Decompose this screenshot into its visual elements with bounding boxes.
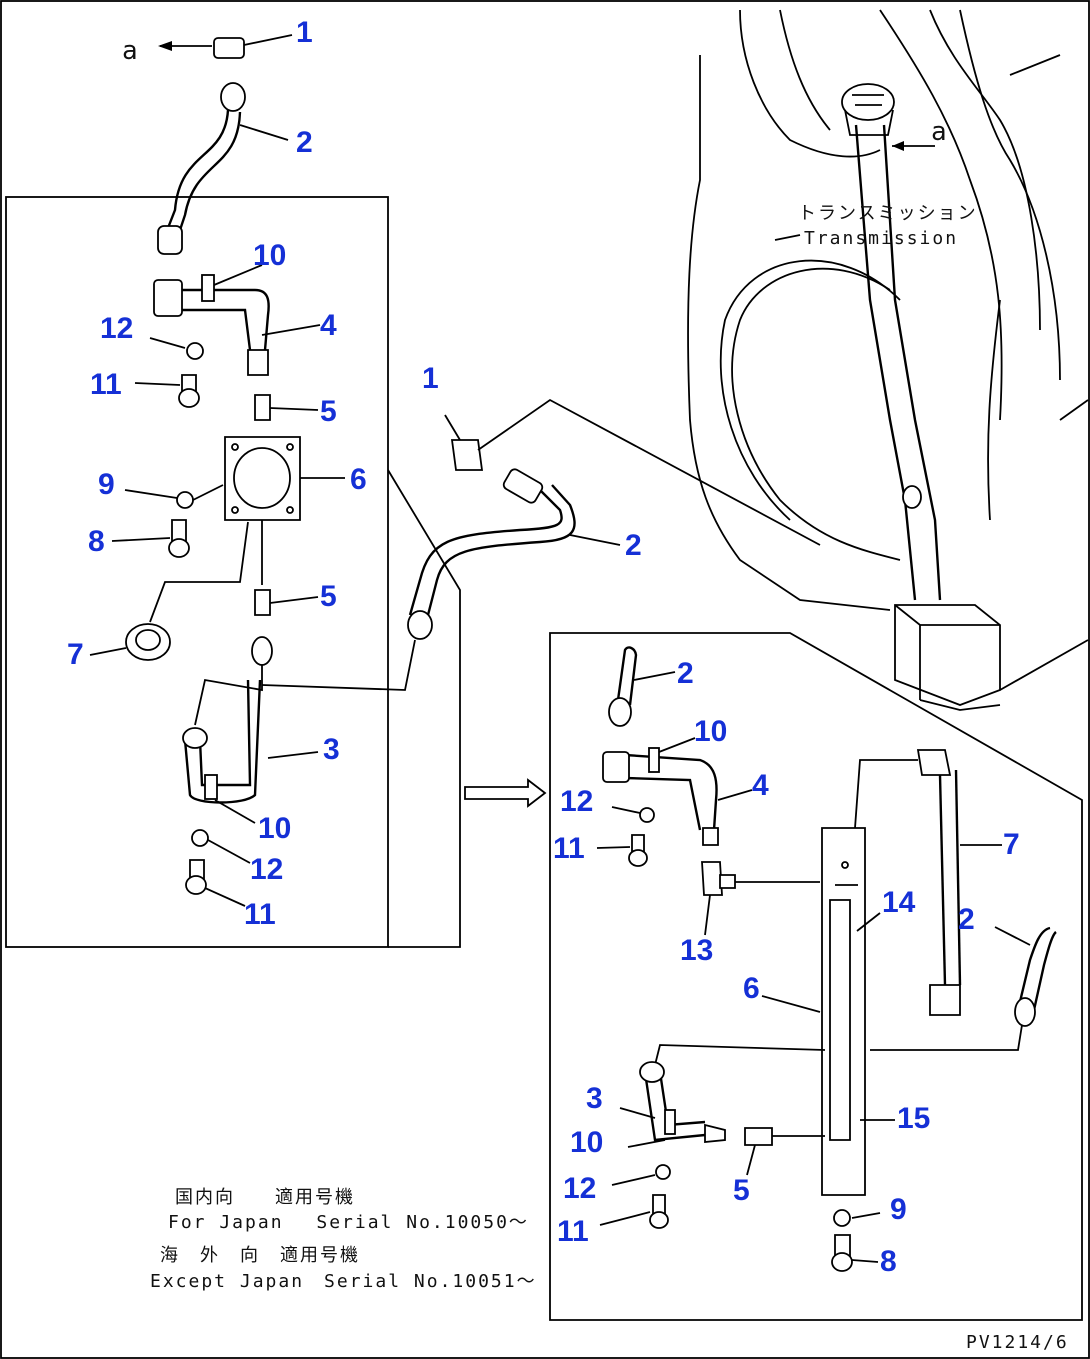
note-en-line-2: Except Japan Serial No.10051～ bbox=[150, 1271, 537, 1292]
part-num-right-10a: 10 bbox=[694, 715, 727, 748]
part-num-right-2a: 2 bbox=[677, 657, 694, 690]
part-num-right-8: 8 bbox=[880, 1245, 897, 1278]
part-num-top-2: 2 bbox=[296, 126, 313, 159]
part-num-left-4: 4 bbox=[320, 309, 337, 342]
top-left-assembly: a bbox=[122, 34, 293, 255]
part-num-left-6: 6 bbox=[350, 463, 367, 496]
transmission-label-en: Transmission bbox=[804, 228, 958, 249]
part-num-center-1: 1 bbox=[422, 362, 439, 395]
part-num-left-5a: 5 bbox=[320, 395, 337, 428]
part-num-left-8: 8 bbox=[88, 525, 105, 558]
figure-code: PV1214/6 bbox=[966, 1332, 1069, 1353]
part-num-left-3: 3 bbox=[323, 733, 340, 766]
change-arrow-icon bbox=[464, 778, 547, 808]
part-num-right-9: 9 bbox=[890, 1193, 907, 1226]
left-detail-frame bbox=[5, 196, 389, 948]
note-en-line-1: For Japan Serial No.10050～ bbox=[168, 1212, 529, 1233]
part-num-left-10b: 10 bbox=[258, 812, 291, 845]
part-num-right-6: 6 bbox=[743, 972, 760, 1005]
right-box-parts bbox=[596, 646, 1057, 1272]
part-num-center-2: 2 bbox=[625, 529, 642, 562]
part-num-right-5: 5 bbox=[733, 1174, 750, 1207]
part-num-right-10b: 10 bbox=[570, 1126, 603, 1159]
part-num-top-1: 1 bbox=[296, 16, 313, 49]
part-num-left-11b: 11 bbox=[244, 898, 276, 931]
note-jp-line-2: 海 外 向 適用号機 bbox=[160, 1245, 360, 1266]
part-num-right-2b: 2 bbox=[958, 903, 975, 936]
part-num-left-11: 11 bbox=[90, 368, 122, 401]
part-num-right-11a: 11 bbox=[553, 832, 585, 865]
part-num-right-7: 7 bbox=[1003, 828, 1020, 861]
view-letter-right: a bbox=[931, 117, 949, 147]
part-num-left-12: 12 bbox=[100, 312, 133, 345]
part-num-left-7: 7 bbox=[67, 638, 84, 671]
part-num-right-4: 4 bbox=[752, 769, 769, 802]
union-joint-icon bbox=[213, 37, 245, 59]
part-num-right-15: 15 bbox=[897, 1102, 930, 1135]
part-num-right-14: 14 bbox=[882, 886, 916, 919]
note-jp-line-1: 国内向 適用号機 bbox=[175, 1187, 355, 1208]
transmission-outline bbox=[687, 9, 1089, 711]
left-box-parts bbox=[89, 264, 821, 907]
part-num-right-13: 13 bbox=[680, 934, 713, 967]
part-num-left-10: 10 bbox=[253, 239, 286, 272]
part-num-right-12b: 12 bbox=[563, 1172, 596, 1205]
part-num-left-5b: 5 bbox=[320, 580, 337, 613]
view-letter-left: a bbox=[122, 36, 140, 66]
part-num-right-3: 3 bbox=[586, 1082, 603, 1115]
part-num-left-12b: 12 bbox=[250, 853, 283, 886]
part-num-right-11b: 11 bbox=[557, 1215, 589, 1248]
left-frame-extension bbox=[387, 469, 461, 948]
part-num-left-9: 9 bbox=[98, 468, 115, 501]
transmission-label-jp: トランスミッション bbox=[798, 203, 978, 224]
right-detail-frame bbox=[549, 632, 1083, 1321]
part-num-right-12a: 12 bbox=[560, 785, 593, 818]
